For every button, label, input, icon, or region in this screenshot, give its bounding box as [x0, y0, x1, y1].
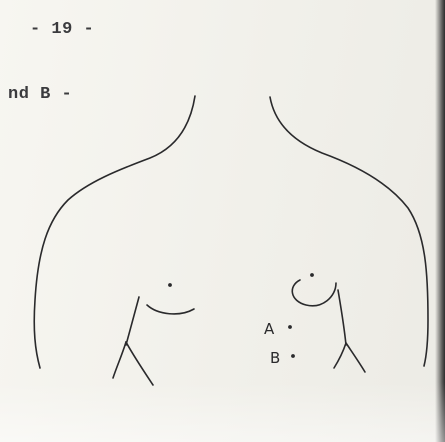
right-nipple-dot — [310, 273, 314, 277]
right-fold-right-stroke — [346, 343, 365, 372]
right-shoulder-outline — [270, 97, 428, 366]
point-b-dot — [291, 354, 295, 358]
left-nipple-dot — [168, 283, 172, 287]
right-side-line — [338, 290, 346, 345]
right-fold-left-stroke — [334, 343, 346, 368]
left-breast-curve — [147, 305, 194, 314]
point-a-label: A — [264, 320, 275, 338]
left-side-line — [126, 297, 139, 345]
point-a-dot — [288, 325, 292, 329]
right-breast-curve — [292, 280, 336, 306]
left-fold-right-stroke — [126, 342, 153, 385]
point-b-label: B — [270, 349, 280, 367]
left-shoulder-outline — [34, 96, 195, 368]
left-fold-left-stroke — [113, 342, 126, 378]
